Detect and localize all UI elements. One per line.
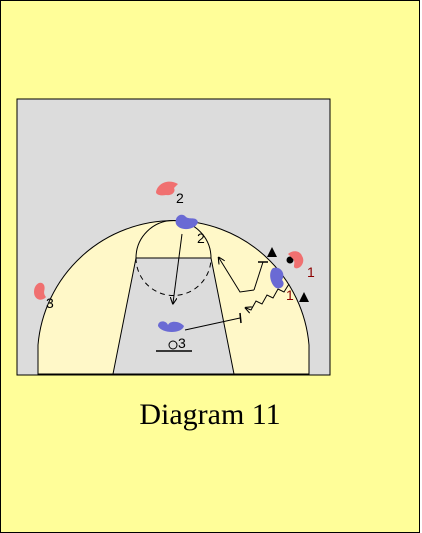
defense-player-3 — [158, 321, 184, 332]
offense-player-3 — [34, 282, 46, 300]
movement-lines — [173, 233, 290, 331]
defense-player-2 — [175, 214, 198, 230]
free-throw-circle — [135, 220, 212, 259]
defense-player-icon — [158, 321, 184, 332]
offense-player-icon — [156, 181, 178, 196]
cone-icon — [299, 292, 309, 302]
offense-3-number: 3 — [46, 295, 54, 311]
defense-player-icon — [175, 214, 198, 230]
defense-player-icon — [270, 267, 284, 289]
defense-player-1 — [270, 267, 284, 289]
cone-icon — [267, 247, 277, 257]
ball-icon — [286, 256, 294, 264]
offense-player-2 — [156, 181, 178, 196]
basket-icon — [168, 340, 178, 350]
offense-player-icon — [288, 251, 304, 269]
diagram-caption: Diagram 11 — [139, 398, 281, 431]
screen-mark — [239, 312, 242, 324]
cones — [267, 247, 309, 302]
defense-3-number: 3 — [178, 335, 186, 351]
defender-2-drop-arrow — [173, 233, 183, 303]
defense-1-number: 1 — [286, 287, 294, 303]
dribble-path — [246, 283, 290, 310]
defender-3-screen-line — [184, 317, 241, 331]
offense-2-number: 2 — [176, 190, 184, 206]
offense-player-1 — [288, 251, 304, 269]
defense-2-number: 2 — [197, 230, 205, 246]
half-court — [16, 98, 331, 376]
offense-1-number: 1 — [307, 264, 315, 280]
cut-path — [219, 258, 255, 293]
offense-player-icon — [34, 282, 46, 300]
cut-path-upper — [253, 261, 264, 291]
